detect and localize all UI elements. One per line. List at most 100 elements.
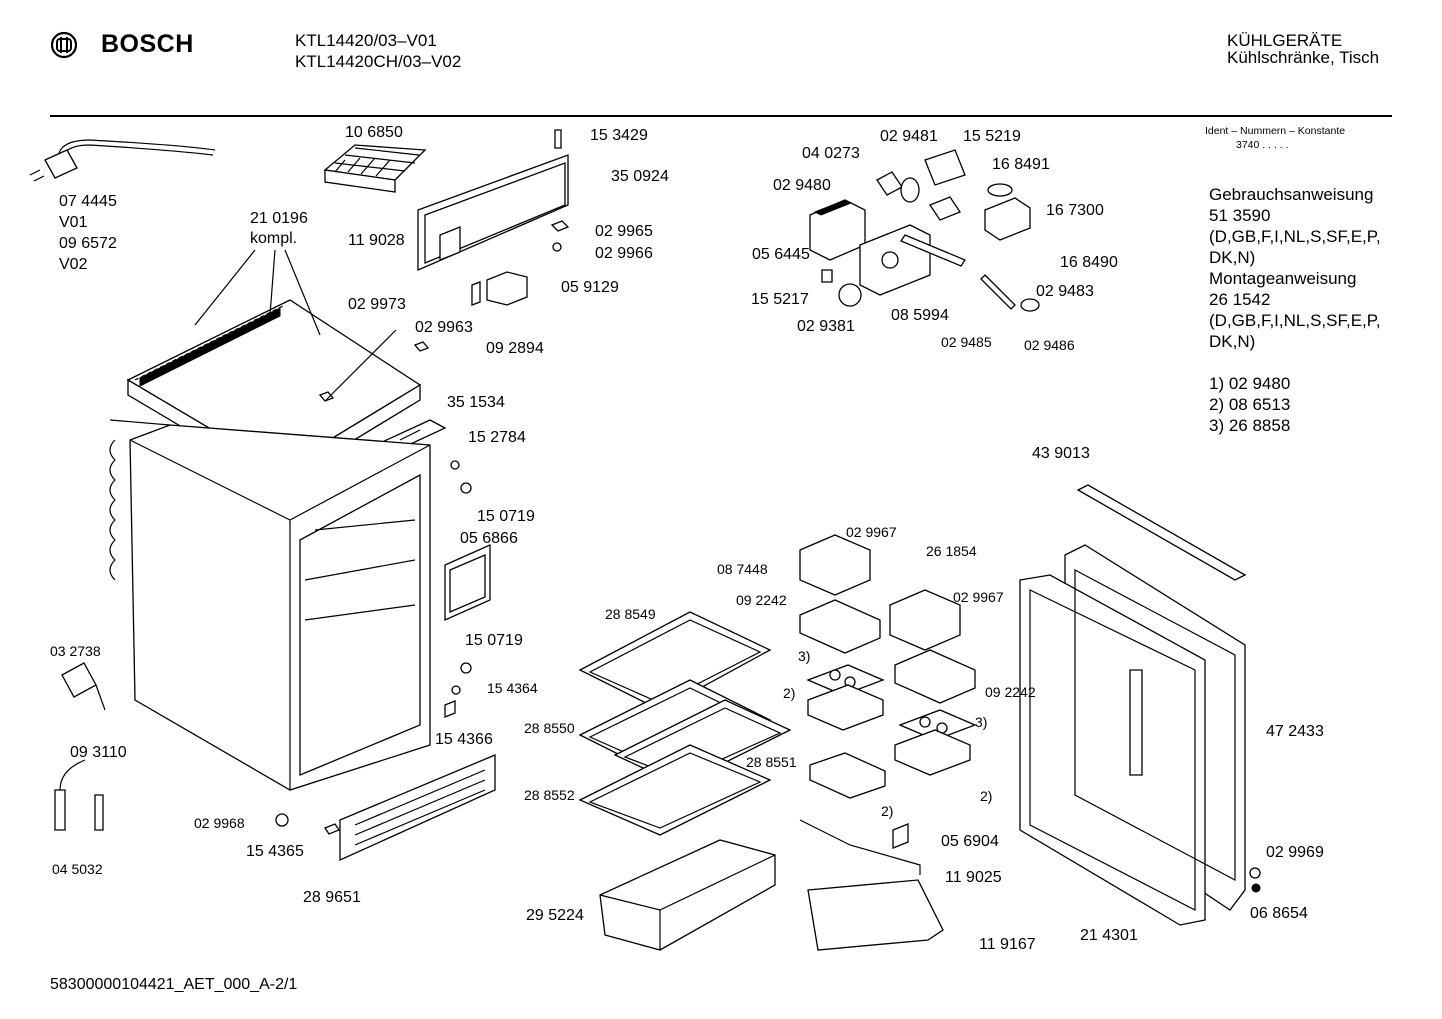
part-number-label: 02 9967	[846, 524, 897, 540]
part-number-label: 11 9028	[348, 232, 405, 249]
doc-line: Montageanweisung	[1209, 269, 1357, 288]
part-number-label: 02 9481	[880, 128, 938, 145]
doc-line: DK,N)	[1209, 248, 1256, 267]
doc-line: (D,GB,F,I,NL,S,SF,E,P,	[1209, 227, 1381, 246]
part-number-label: 3)	[975, 714, 988, 730]
part-number-label: 02 9963	[415, 319, 473, 336]
ice-tray-part	[325, 145, 425, 192]
part-number-label: 15 5219	[963, 128, 1021, 145]
part-number-label: 15 3429	[590, 127, 648, 144]
freezer-door-part	[418, 130, 568, 270]
part-number-label: V02	[59, 256, 88, 273]
screw-parts-top	[320, 330, 428, 401]
doc-line: Gebrauchsanweisung	[1209, 185, 1374, 204]
part-number-label: 21 4301	[1080, 927, 1138, 944]
header-divider	[50, 115, 1392, 117]
bosch-armature-icon	[50, 31, 78, 59]
part-number-label: 09 6572	[59, 235, 117, 252]
part-number-label: 15 0719	[465, 632, 523, 649]
part-number-label: 02 9381	[797, 318, 855, 335]
refrigerator-door-part	[1020, 545, 1260, 925]
part-number-label: 02 9973	[348, 296, 406, 313]
part-number-label: 10 6850	[345, 124, 403, 141]
part-number-label: 05 9129	[561, 279, 619, 296]
part-number-label: 15 0719	[477, 508, 535, 525]
part-number-label: 04 5032	[52, 861, 103, 877]
part-number-label: 08 7448	[717, 561, 768, 577]
doc-line: 26 1542	[1209, 290, 1271, 309]
plinth-grille-part	[276, 755, 495, 860]
part-number-label: 16 8490	[1060, 254, 1118, 271]
part-number-label: 09 2894	[486, 340, 544, 357]
part-number-label: 35 0924	[611, 168, 669, 185]
category-subtitle: Kühlschränke, Tisch	[1227, 48, 1380, 67]
part-number-label: 2)	[980, 788, 993, 804]
part-number-label: 2)	[881, 803, 894, 819]
part-number-label: 15 4364	[487, 680, 538, 696]
part-number-label: 43 9013	[1032, 445, 1090, 462]
doc-line: (D,GB,F,I,NL,S,SF,E,P,	[1209, 311, 1381, 330]
note-line: 2) 08 6513	[1209, 395, 1291, 414]
part-number-label: 02 9967	[953, 589, 1004, 605]
part-number-label: 05 6866	[460, 530, 518, 547]
part-number-label: 26 1854	[926, 543, 977, 559]
model-number-1: KTL14420/03–V01	[295, 31, 437, 50]
part-number-label: 28 8549	[605, 606, 656, 622]
part-number-label: kompl.	[250, 230, 298, 247]
bosch-logo	[50, 31, 78, 64]
part-number-label: 15 5217	[751, 291, 809, 308]
part-number-label: 09 2242	[736, 592, 787, 608]
part-number-label: V01	[59, 214, 88, 231]
part-number-label: 15 4365	[246, 843, 304, 860]
note-line: 1) 02 9480	[1209, 374, 1291, 393]
part-number-label: 47 2433	[1266, 723, 1324, 740]
part-number-label: 09 2242	[985, 684, 1036, 700]
brand-name: BOSCH	[101, 30, 194, 58]
part-number-label: 05 6445	[752, 246, 810, 263]
part-number-label: 05 6904	[941, 833, 999, 850]
power-cord-part	[30, 140, 215, 181]
glass-shelves-part	[580, 612, 790, 835]
crisper-drawer-part	[600, 840, 775, 950]
part-number-label: 02 9966	[595, 245, 653, 262]
part-number-label: 02 9965	[595, 223, 653, 240]
part-number-label: 08 5994	[891, 307, 949, 324]
part-number-label: 04 0273	[802, 145, 860, 162]
part-number-label: 15 2784	[468, 429, 526, 446]
part-number-label: 3)	[798, 648, 811, 664]
door-bins-part	[800, 535, 975, 950]
model-number-2: KTL14420CH/03–V02	[295, 52, 462, 71]
doc-line: 51 3590	[1209, 206, 1271, 225]
cabinet-body-part	[110, 420, 430, 790]
note-line: 3) 26 8858	[1209, 416, 1291, 435]
part-number-label: 28 9651	[303, 889, 361, 906]
part-number-label: 28 8552	[524, 787, 575, 803]
ident-title: Ident – Nummern – Konstante	[1205, 125, 1346, 137]
part-number-label: 2)	[783, 685, 796, 701]
part-number-label: 11 9025	[945, 869, 1002, 886]
part-number-label: 28 8550	[524, 720, 575, 736]
part-number-label: 06 8654	[1250, 905, 1308, 922]
part-number-label: 21 0196	[250, 210, 308, 227]
part-number-label: 02 9969	[1266, 844, 1324, 861]
category-title: KÜHLGERÄTE	[1227, 31, 1343, 50]
hinge-parts	[472, 221, 568, 305]
part-number-label: 02 9485	[941, 334, 992, 350]
ident-value: 3740 . . . . .	[1236, 139, 1289, 151]
part-number-label: 02 9480	[773, 177, 831, 194]
part-number-label: 02 9968	[194, 815, 245, 831]
part-number-label: 28 8551	[746, 754, 797, 770]
part-number-label: 11 9167	[979, 936, 1036, 953]
part-number-label: 16 8491	[992, 156, 1050, 173]
bracket-parts	[445, 461, 490, 717]
part-number-label: 02 9483	[1036, 283, 1094, 300]
part-number-label: 03 2738	[50, 643, 101, 659]
part-number-label: 29 5224	[526, 907, 584, 924]
document-code: 58300000104421_AET_000_A-2/1	[50, 976, 298, 993]
part-number-label: 16 7300	[1046, 202, 1104, 219]
gasket-strip-part	[1078, 485, 1245, 580]
thermostat-sensor-parts	[55, 663, 105, 830]
part-number-label: 15 4366	[435, 731, 493, 748]
part-number-label: 07 4445	[59, 193, 117, 210]
